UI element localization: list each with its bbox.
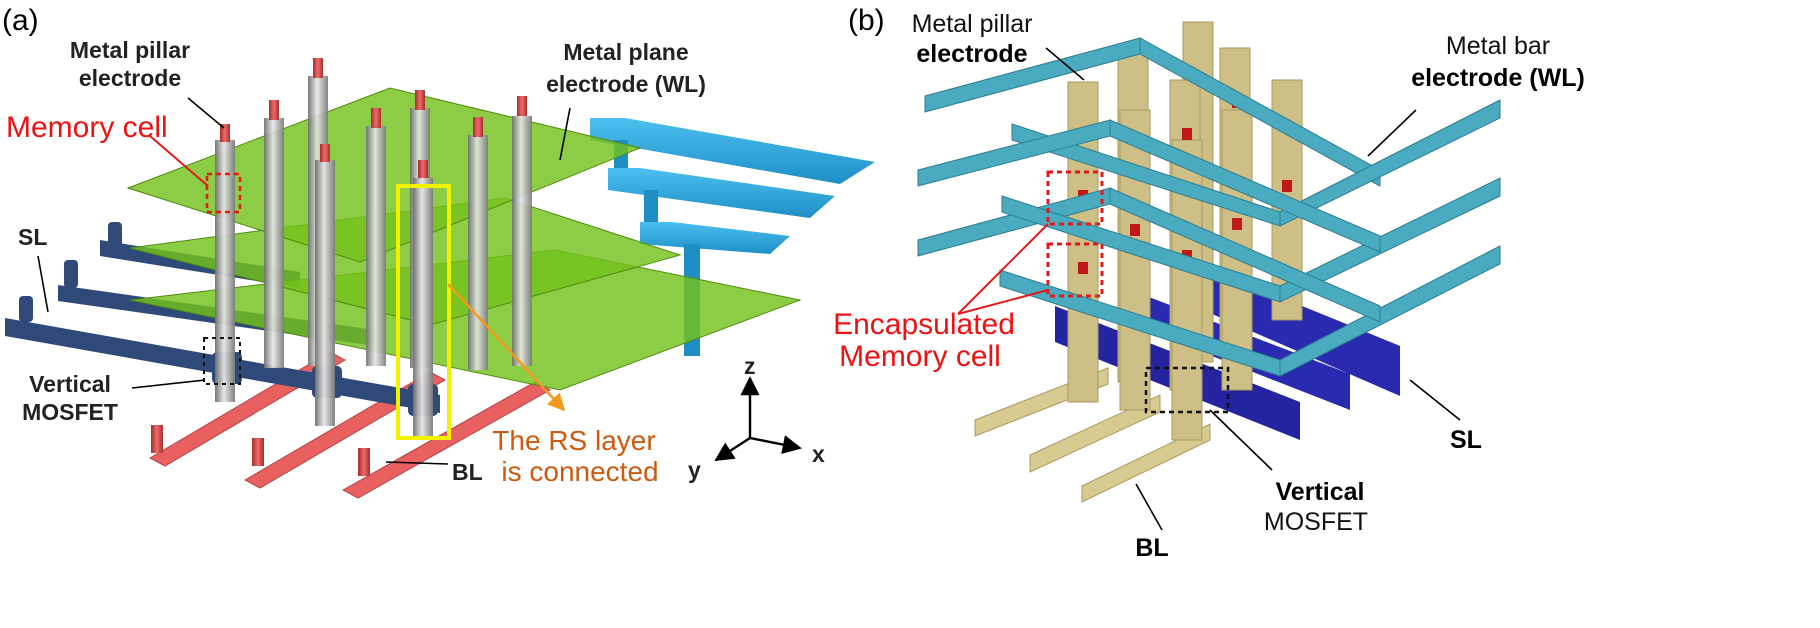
pillar-cap [415,90,425,110]
metal-bar [1279,177,1501,303]
encapsulated-label-line1: Encapsulated [833,308,1015,341]
bl-leader [1135,483,1163,531]
memory-cell [1232,218,1242,230]
memory-cell [1078,262,1088,274]
rs-layer-label-line1: The RS layer [492,425,655,456]
panel-b: (b) [833,4,1585,562]
metal-bar [1109,119,1381,253]
metal-pillar [315,160,335,426]
memory-cell-leader [149,135,209,187]
encapsulated-cell-highlight [1046,170,1104,226]
sl-leader [37,255,49,313]
pillar-cap [517,96,527,116]
metal-bar [1279,99,1501,227]
metal-pillars [215,58,532,436]
encapsulated-cell-highlight [1046,242,1104,298]
memory-cell [1282,180,1292,192]
vertical-mosfet-highlight [1144,366,1230,414]
sl-label: SL [18,224,47,250]
plane-electrode-label-line2: electrode (WL) [546,71,706,97]
wl-step-bar [640,222,790,254]
pillar-cap [313,58,323,78]
bar-electrode-label-line2: electrode (WL) [1411,64,1585,92]
vertical-mosfet-highlight [203,337,241,385]
pillar-cap [371,108,381,128]
axis-z-label: z [744,353,756,379]
pillar-cap [418,160,428,178]
panel-b-tag: (b) [848,4,885,37]
rs-layer-highlight [396,184,451,440]
wl-step-bar [608,168,835,218]
vmos-leader [131,379,206,389]
axis-x-label: x [812,441,825,467]
pillar-electrode-label-line2: electrode [916,40,1027,68]
metal-pillar [1119,109,1151,411]
pillar-electrode-label-line1: Metal pillar [912,10,1033,38]
pillar-cap [320,144,330,162]
pillar-electrode-label-line1: Metal pillar [70,37,190,63]
encapsulated-leader [957,223,1049,315]
bl-label: BL [452,459,483,485]
bl-label: BL [1135,534,1168,562]
metal-bar [1139,37,1381,187]
metal-pillar [512,116,532,366]
metal-bar [1279,245,1501,377]
memory-cell [1130,224,1140,236]
vertical-mosfet-label-line1: Vertical [1276,478,1365,506]
bl-leader [385,461,449,465]
sl-leader [1409,379,1461,421]
x-axis-arrow [749,435,802,455]
bit-line-contact [358,448,370,476]
plane-leader [559,107,571,161]
wl-step-post [644,190,658,222]
pillar-electrode-label-line2: electrode [79,65,181,91]
pillar-cap [220,124,230,142]
source-line-contact [64,260,78,288]
metal-bar [1109,187,1381,323]
panel-a-tag: (a) [2,4,39,37]
metal-pillar [413,178,433,436]
sl-label: SL [1450,426,1482,454]
bit-line-contact [151,425,163,453]
metal-pillar [468,135,488,370]
vmos-leader [1209,409,1273,471]
pillar-cap [269,100,279,120]
wl-step-bar [590,118,875,184]
encapsulated-leader [957,289,1049,315]
rs-layer-label-line2: is connected [501,456,658,487]
wl-staircase [590,118,875,356]
metal-pillar [215,140,235,402]
bar-leader [1367,109,1417,157]
pillar-cap [473,117,483,137]
axis-triad [714,376,802,462]
y-axis-arrow [714,436,751,462]
vertical-mosfet-label-line1: Vertical [29,371,111,397]
memory-cell [1182,128,1192,140]
metal-pillar [264,118,284,368]
bit-line [1081,423,1211,503]
axis-y-label: y [688,457,701,483]
plane-electrode-label-line1: Metal plane [563,39,688,65]
metal-pillar [366,126,386,366]
rs-arrow [447,283,566,412]
source-line-contact [108,222,122,248]
memory-cell-label: Memory cell [6,111,168,144]
vertical-mosfet-label-line2: MOSFET [1264,508,1368,536]
pillar-leader [1045,47,1085,81]
encapsulated-label-line2: Memory cell [839,340,1001,373]
pillar-leader [187,97,225,129]
bit-line-contact [252,438,264,466]
bar-electrode-label-line1: Metal bar [1446,32,1550,60]
panel-a: (a) [2,4,875,499]
source-line-contact [19,296,33,322]
vertical-mosfet-label-line2: MOSFET [22,399,118,425]
